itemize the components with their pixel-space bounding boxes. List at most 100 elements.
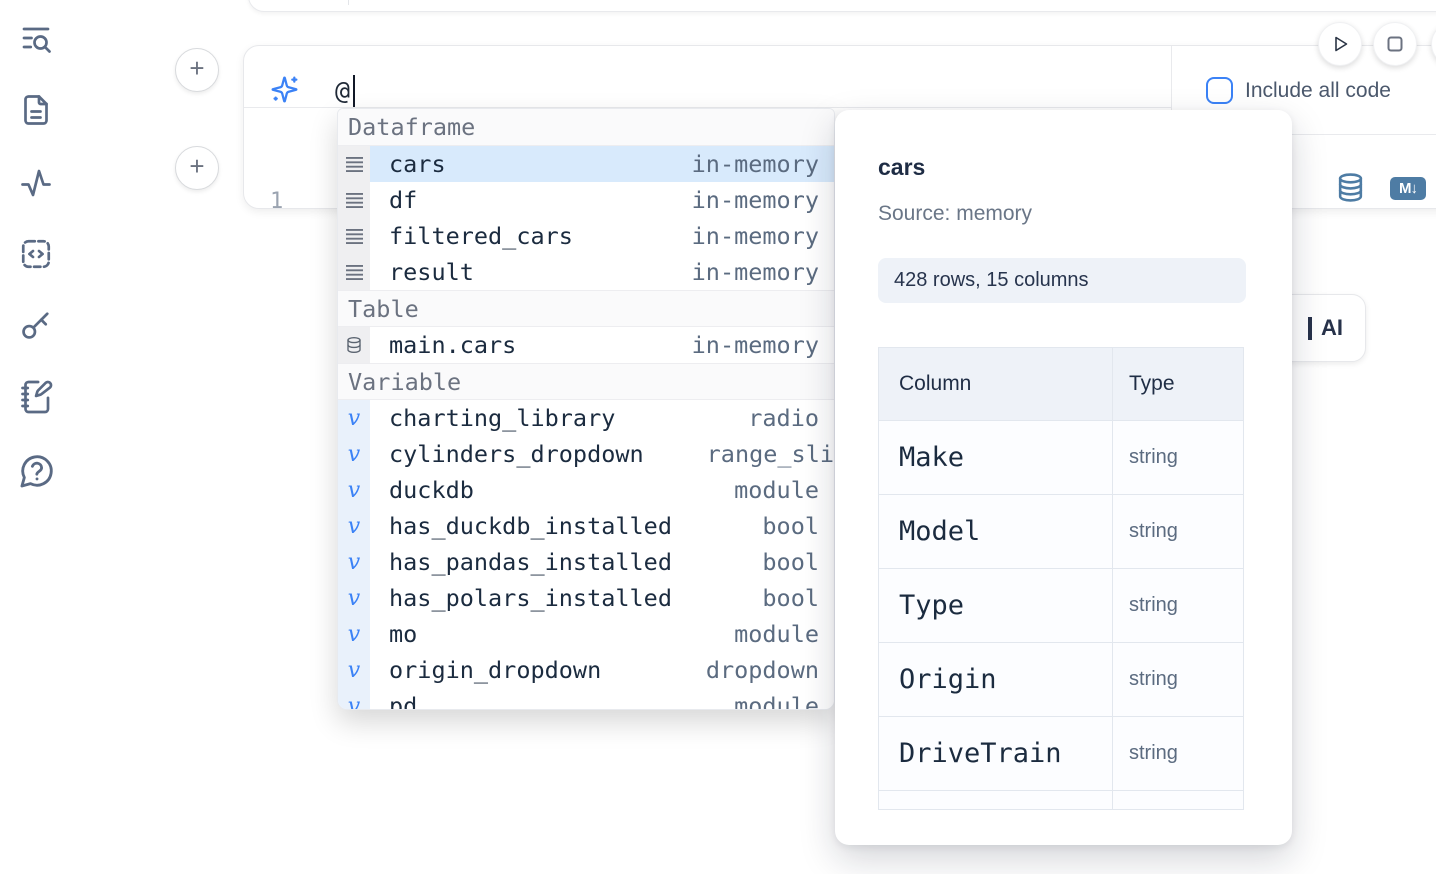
variable-icon: v <box>347 441 361 467</box>
datasource-icon[interactable] <box>1335 171 1366 204</box>
previous-cell <box>248 0 1436 12</box>
run-cell-button[interactable] <box>1318 22 1362 66</box>
vertical-divider <box>1171 46 1172 134</box>
column-name: Origin <box>899 664 997 695</box>
autocomplete-section-header: Table <box>338 290 834 327</box>
ai-prompt-input[interactable]: @ <box>335 76 351 105</box>
column-type: string <box>1129 520 1178 542</box>
item-name: main.cars <box>389 331 517 359</box>
variable-icon: v <box>347 657 361 683</box>
panel-source-label: Source: memory <box>878 202 1033 225</box>
add-cell-above-button[interactable]: + <box>175 48 219 92</box>
item-gutter <box>338 218 370 254</box>
item-name: filtered_cars <box>389 222 573 250</box>
item-gutter <box>338 146 370 182</box>
table-database-icon <box>347 337 361 353</box>
item-type: module <box>734 692 819 710</box>
markdown-export-icon[interactable]: M↓ <box>1390 177 1426 200</box>
item-name: pd <box>389 692 418 710</box>
item-type: range_sli <box>706 440 834 468</box>
autocomplete-item-filtered_cars[interactable]: filtered_cars in-memory <box>338 218 834 254</box>
dataframe-rows-icon <box>345 228 363 244</box>
item-name: has_pandas_installed <box>389 548 672 576</box>
item-name: mo <box>389 620 418 648</box>
autocomplete-item-has_pandas_installed[interactable]: v has_pandas_installed bool <box>338 544 834 580</box>
item-type: bool <box>762 584 819 612</box>
variable-icon: v <box>347 477 361 503</box>
item-content: filtered_cars in-memory <box>370 218 834 254</box>
item-type: in-memory <box>691 150 819 178</box>
checkbox-section-divider <box>1171 134 1436 135</box>
dataframe-rows-icon <box>345 264 363 280</box>
schema-row-partial <box>879 791 1243 809</box>
item-name: result <box>389 258 474 286</box>
add-cell-below-button[interactable]: + <box>175 146 219 190</box>
item-content: cylinders_dropdown range_sli <box>370 436 834 472</box>
column-type: string <box>1129 446 1178 468</box>
stop-cell-button[interactable] <box>1373 22 1417 66</box>
column-header: Column <box>879 348 1113 421</box>
item-gutter <box>338 327 370 363</box>
item-gutter: v <box>338 544 370 580</box>
activity-icon[interactable] <box>18 165 54 201</box>
file-document-icon[interactable] <box>18 92 54 128</box>
item-gutter: v <box>338 688 370 710</box>
list-search-icon[interactable] <box>18 20 54 56</box>
item-name: df <box>389 186 418 214</box>
type-header: Type <box>1113 348 1243 421</box>
item-gutter: v <box>338 616 370 652</box>
schema-row-Origin: Origin string <box>879 643 1243 717</box>
item-type: bool <box>762 512 819 540</box>
key-icon[interactable] <box>18 307 54 343</box>
shape-badge: 428 rows, 15 columns <box>878 258 1246 303</box>
item-gutter <box>338 254 370 290</box>
include-all-code-checkbox[interactable] <box>1206 77 1233 104</box>
column-name: DriveTrain <box>899 738 1062 769</box>
autocomplete-item-main.cars[interactable]: main.cars in-memory <box>338 327 834 363</box>
notebook-edit-icon[interactable] <box>18 379 54 415</box>
item-type: in-memory <box>691 331 819 359</box>
column-name: Make <box>899 442 965 473</box>
item-name: charting_library <box>389 404 616 432</box>
dataframe-preview-panel: cars Source: memory 428 rows, 15 columns… <box>835 110 1292 845</box>
item-type: in-memory <box>691 222 819 250</box>
play-icon <box>1335 36 1348 52</box>
column-type: string <box>1129 594 1178 616</box>
help-chat-icon[interactable] <box>18 452 54 488</box>
include-all-code-label: Include all code <box>1245 79 1391 102</box>
autocomplete-item-pd[interactable]: v pd module <box>338 688 834 710</box>
item-type: module <box>734 620 819 648</box>
autocomplete-item-cylinders_dropdown[interactable]: v cylinders_dropdown range_sli <box>338 436 834 472</box>
item-name: cylinders_dropdown <box>389 440 644 468</box>
item-content: pd module <box>370 688 834 710</box>
item-name: duckdb <box>389 476 474 504</box>
scratchpad-code-icon[interactable] <box>18 236 54 272</box>
variable-icon: v <box>347 621 361 647</box>
item-content: main.cars in-memory <box>370 327 834 363</box>
item-gutter: v <box>338 652 370 688</box>
schema-row-Make: Make string <box>879 421 1243 495</box>
panel-title: cars <box>878 154 926 180</box>
item-gutter: v <box>338 508 370 544</box>
autocomplete-item-mo[interactable]: v mo module <box>338 616 834 652</box>
variable-icon: v <box>347 513 361 539</box>
item-type: bool <box>762 548 819 576</box>
variable-icon: v <box>347 693 361 710</box>
column-type: string <box>1129 668 1178 690</box>
